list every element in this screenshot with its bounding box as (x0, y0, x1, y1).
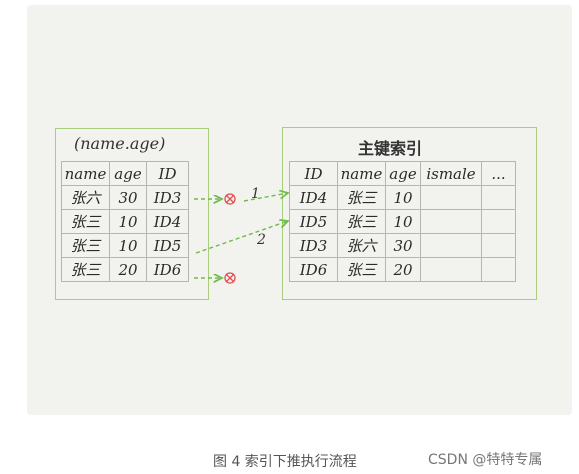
table-cell (481, 257, 516, 282)
arrow-label-1: 1 (251, 186, 260, 202)
secondary-index-table: name age ID 张六 30 ID3 张三 10 ID4 张三 10 ID… (61, 161, 189, 282)
table-cell: 张六 (337, 233, 386, 258)
lookup-arrow-2 (195, 221, 288, 254)
primary-index-box: 主键索引 ID name age ismale ... ID4 张三 10 ID… (282, 127, 537, 300)
table-row: 张三 20 ID6 (61, 257, 189, 282)
table-cell: 10 (109, 209, 147, 234)
arrow-label-2: 2 (256, 232, 266, 248)
table-cell: ID3 (146, 185, 189, 210)
table-cell: 张三 (61, 209, 110, 234)
cross-icon (224, 193, 236, 205)
table-cell: ID5 (289, 209, 338, 234)
table-cell (420, 257, 482, 282)
table-cell: ID4 (146, 209, 189, 234)
watermark: CSDN @特特专属 (428, 452, 543, 468)
table-header-row: ID name age ismale ... (289, 161, 516, 186)
primary-index-title: 主键索引 (358, 139, 423, 158)
table-cell: ID6 (289, 257, 338, 282)
lookup-arrow-1 (243, 193, 288, 202)
table-cell (481, 185, 516, 210)
table-cell: 张三 (337, 185, 386, 210)
primary-index-table: ID name age ismale ... ID4 张三 10 ID5 张三 … (289, 161, 516, 282)
figure-caption: 图 4 索引下推执行流程 (213, 454, 357, 470)
table-row: 张三 10 ID4 (61, 209, 189, 234)
table-cell: 20 (109, 257, 147, 282)
table-cell (481, 209, 516, 234)
table-cell: 张三 (337, 209, 386, 234)
table-header-row: name age ID (61, 161, 189, 186)
header-cell: name (61, 161, 110, 186)
table-row: 张三 10 ID5 (61, 233, 189, 258)
header-cell: name (337, 161, 386, 186)
header-cell: ismale (420, 161, 482, 186)
secondary-index-title: (name.age) (74, 134, 166, 153)
table-cell: ID5 (146, 233, 189, 258)
table-cell: 10 (109, 233, 147, 258)
table-row: ID3 张六 30 (289, 233, 516, 258)
secondary-index-box: (name.age) name age ID 张六 30 ID3 张三 10 I… (55, 128, 209, 300)
table-cell: 张三 (61, 233, 110, 258)
table-cell: ID6 (146, 257, 189, 282)
header-cell: ... (481, 161, 516, 186)
table-cell: 张三 (61, 257, 110, 282)
table-cell: 20 (385, 257, 421, 282)
table-row: ID6 张三 20 (289, 257, 516, 282)
cross-icon (224, 272, 236, 284)
table-row: ID5 张三 10 (289, 209, 516, 234)
header-cell: ID (146, 161, 189, 186)
header-cell: ID (289, 161, 338, 186)
table-row: 张六 30 ID3 (61, 185, 189, 210)
table-cell: ID4 (289, 185, 338, 210)
